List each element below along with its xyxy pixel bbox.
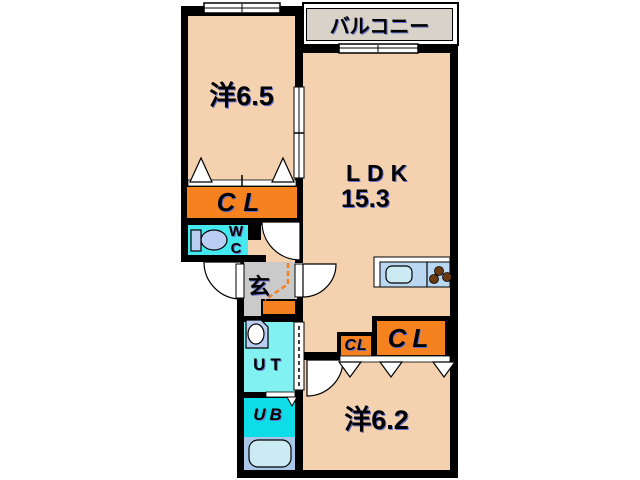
unit-bath-label: UB [253, 405, 286, 424]
balcony-inner [306, 8, 453, 41]
room-western1-floor [188, 16, 295, 181]
utility-label: UT [253, 355, 286, 374]
room-western1-label: 洋6.5 [209, 80, 274, 111]
room-ldk-label: LDK [346, 159, 415, 186]
wall-western2-door [303, 352, 340, 360]
wall-right [450, 40, 458, 478]
balcony-label: バルコニー [329, 16, 430, 38]
bath-area [244, 437, 295, 470]
wall-left-lower [237, 255, 244, 478]
closet-right [377, 321, 445, 355]
wall-mid-a [295, 6, 303, 87]
room-western2-label: 洋6.2 [344, 404, 409, 435]
closet-small-label: CL [344, 336, 368, 354]
closet-main-label: CL [216, 187, 268, 217]
wall-genkan-ut-divider [244, 316, 303, 322]
closet-main [187, 187, 297, 218]
wall-mid-c [297, 297, 303, 322]
wc-label-line2: C [230, 240, 242, 257]
room-ldk-area: 15.3 [341, 184, 390, 213]
wall-left-upper [181, 6, 188, 262]
wall-bottom [237, 470, 458, 478]
closet-small [341, 336, 371, 356]
closet-right-label: CL [387, 322, 435, 353]
wc-label-line1: W [228, 223, 244, 240]
wall-ldk-top [295, 45, 458, 53]
wall-mid-d [295, 390, 303, 470]
genkan-label: 玄 [247, 274, 270, 299]
shoe-cabinet [261, 299, 297, 316]
wall-top-left [181, 6, 303, 16]
